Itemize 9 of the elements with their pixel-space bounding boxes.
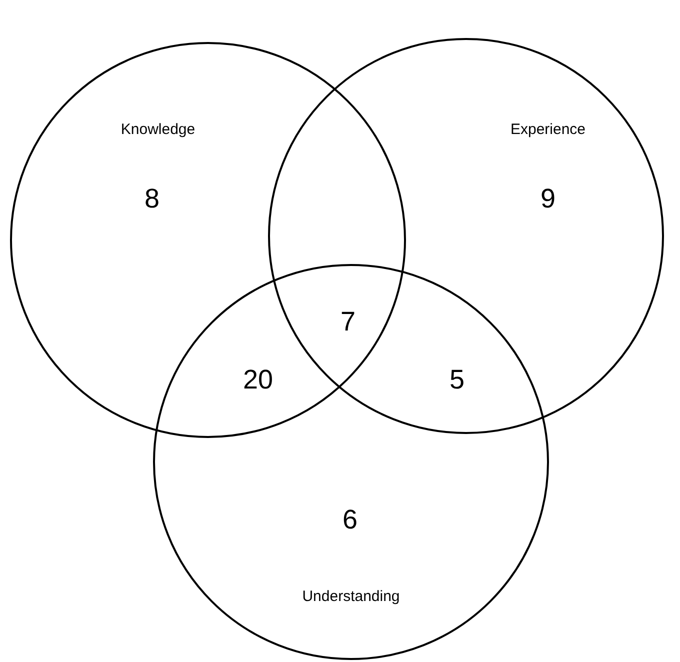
region-count: 7 — [340, 308, 356, 336]
region-count: 8 — [144, 186, 160, 212]
set-label: Experience — [510, 120, 586, 140]
set-label: Knowledge — [120, 120, 196, 140]
region-count: 6 — [342, 506, 358, 534]
region-count: 9 — [540, 186, 556, 212]
set-label: Understanding — [302, 586, 400, 607]
region-count: 20 — [242, 366, 274, 394]
region-count: 5 — [449, 366, 465, 394]
